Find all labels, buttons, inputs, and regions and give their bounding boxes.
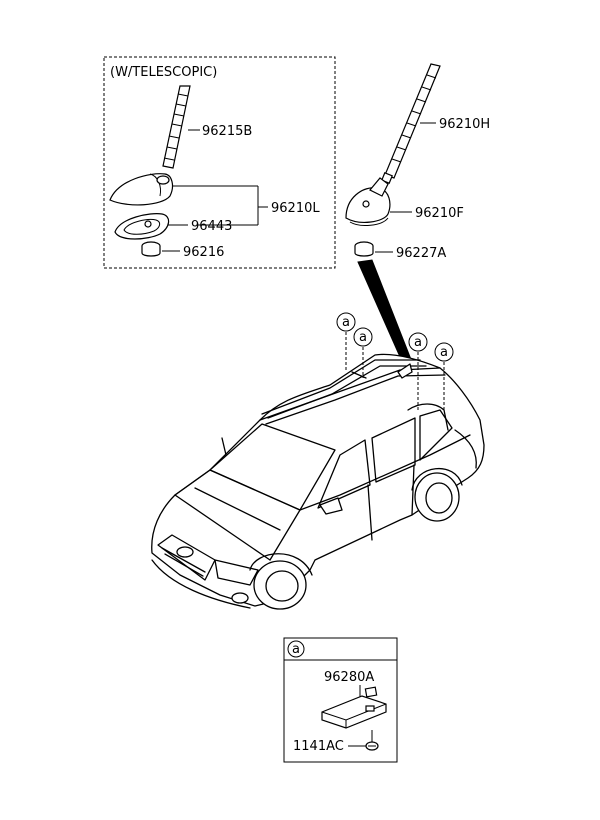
callout-a-4: a — [434, 342, 454, 362]
gasket-part — [114, 213, 170, 240]
nut-part — [141, 241, 161, 257]
telescopic-inset: (W/TELESCOPIC) 96215B 96210L — [103, 56, 336, 269]
antenna-nut-part — [354, 241, 374, 257]
telescopic-mast-part — [162, 85, 191, 169]
svg-text:a: a — [359, 330, 367, 345]
detail-marker-circle — [287, 640, 305, 658]
antenna-rod-part — [381, 63, 441, 184]
callout-a-2: a — [353, 327, 373, 347]
screw-part — [365, 730, 379, 751]
callout-a-1: a — [336, 312, 356, 332]
svg-text:a: a — [342, 315, 350, 330]
antenna-base-part — [345, 177, 391, 226]
inset-title: (W/TELESCOPIC) — [110, 65, 217, 80]
label-96215B: 96215B — [202, 124, 252, 139]
mount-pointer-wedge — [357, 259, 413, 367]
label-96216: 96216 — [183, 245, 224, 260]
label-1141AC: 1141AC — [293, 739, 344, 754]
label-96280A: 96280A — [324, 670, 374, 685]
cable-route-lines — [345, 332, 449, 431]
antenna-base-housing — [109, 173, 174, 206]
callout-a-3: a — [408, 332, 428, 352]
svg-text:a: a — [440, 345, 448, 360]
svg-text:a: a — [414, 335, 422, 350]
detail-box-a: a 96280A 1141AC — [283, 637, 398, 763]
inset-border — [103, 56, 336, 269]
label-96210H: 96210H — [439, 117, 490, 132]
detail-box-border — [283, 637, 398, 763]
label-96443: 96443 — [191, 219, 232, 234]
label-96210L: 96210L — [271, 201, 320, 216]
label-96210F: 96210F — [415, 206, 464, 221]
vehicle-illustration — [151, 353, 485, 610]
detail-marker-label: a — [292, 642, 300, 657]
label-96227A: 96227A — [396, 246, 446, 261]
connector-clip-part — [321, 686, 387, 729]
